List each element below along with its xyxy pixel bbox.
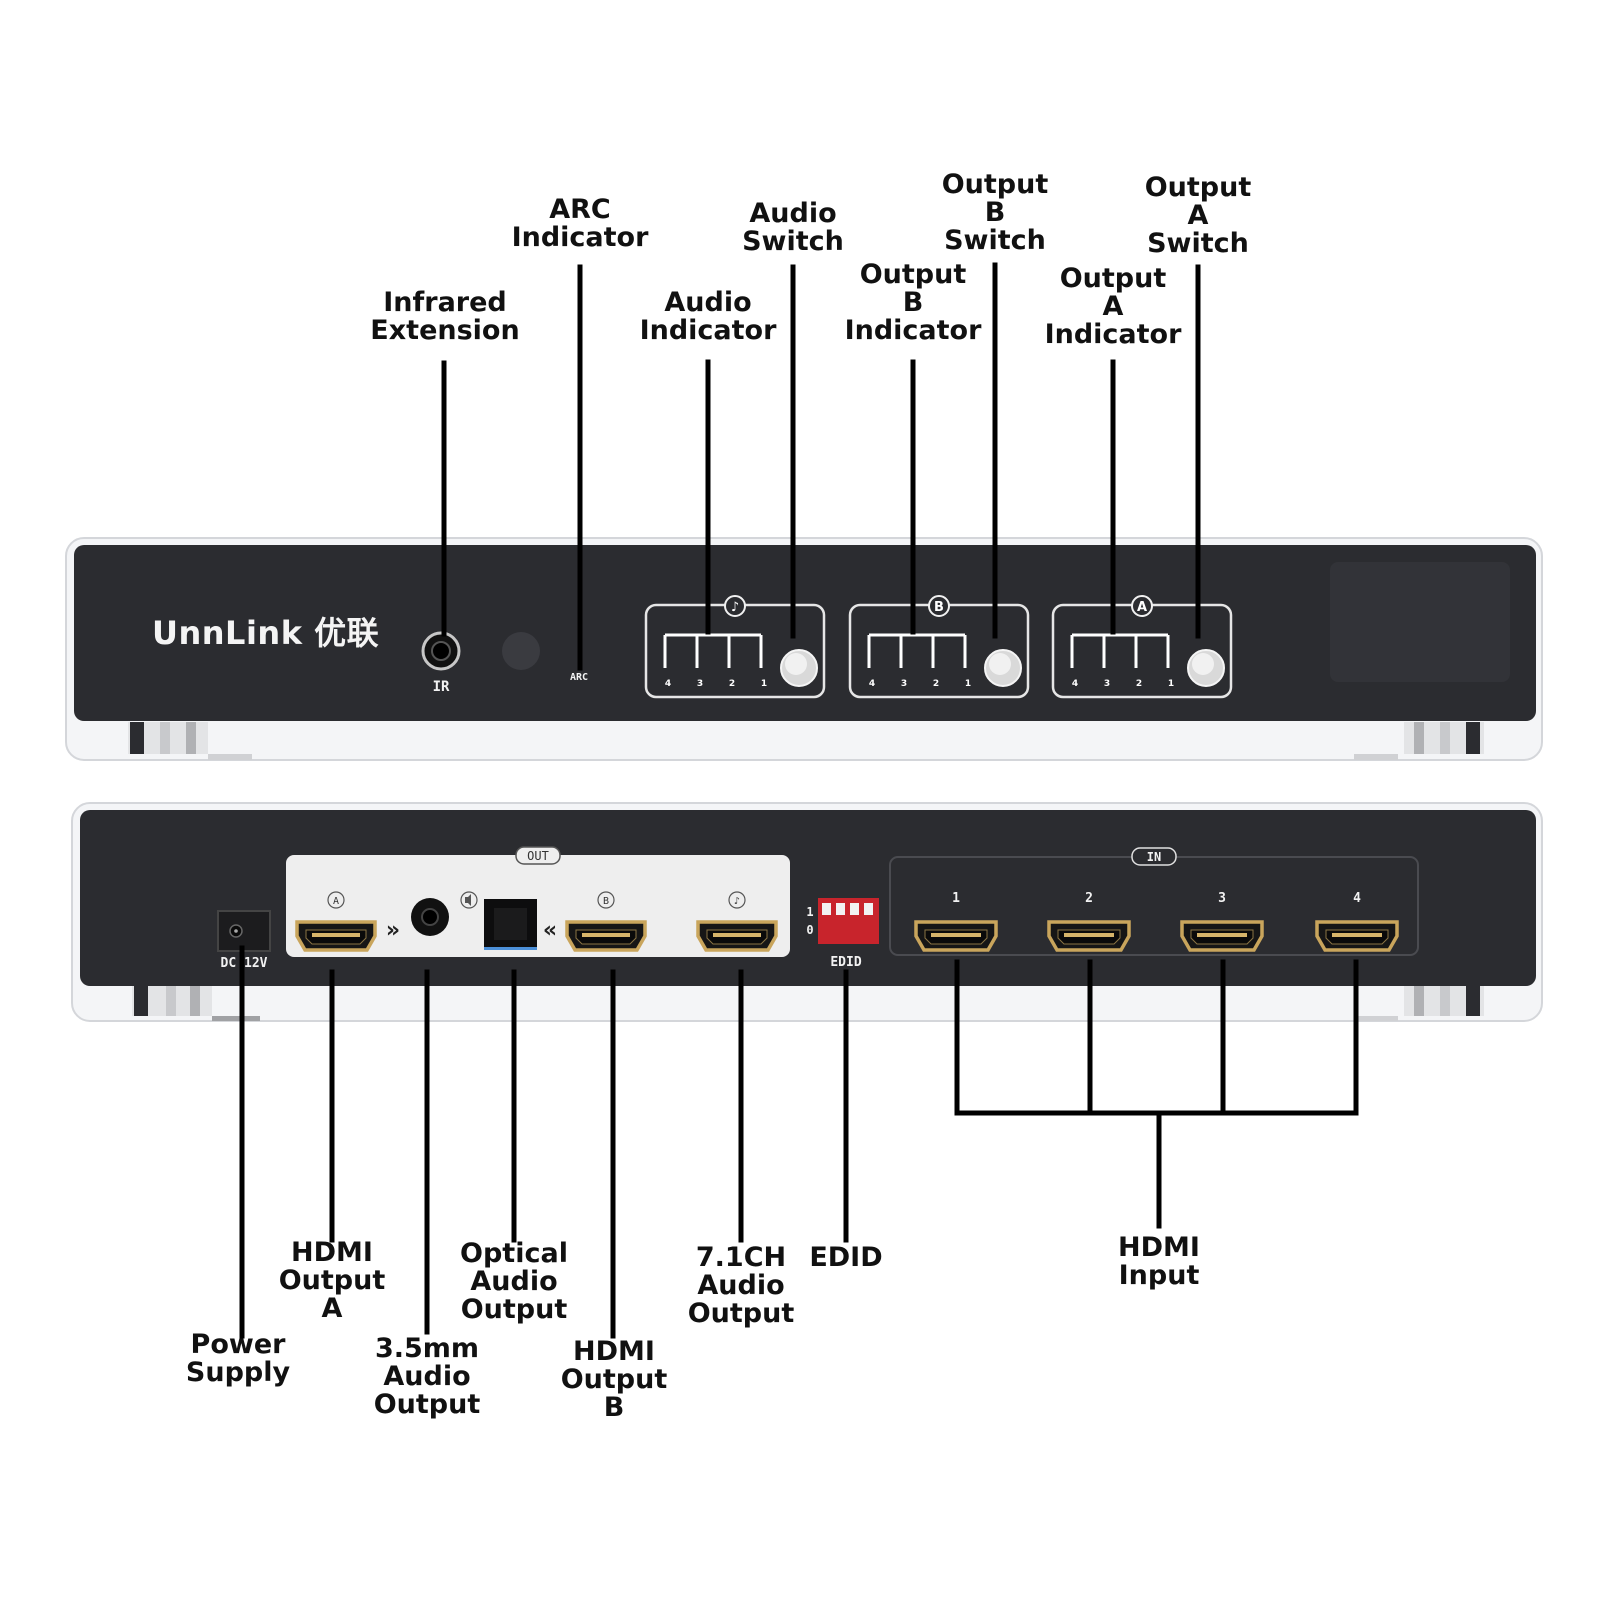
front-panel: UnnLink 优联 IR ARC ♪ 4 3 2 1 B 4 3 2 1 A 4 3 2 1 [65,537,1543,761]
callout-edid: EDID [809,1242,882,1273]
front-foot-right [1354,722,1484,760]
indicator-number: 1 [965,679,971,689]
out-label: OUT [527,849,549,863]
dc-power-jack[interactable] [217,910,271,952]
arrow-left: « [543,918,557,943]
rear-foot-left [132,986,260,1021]
indicator-number: 2 [729,679,735,689]
in-label: IN [1147,850,1161,864]
rear-panel: DC 12V OUT A B ♪ » « [71,802,1543,1022]
in-tag: IN [1131,847,1177,866]
hdmi-input-port-1[interactable] [914,920,998,952]
front-foot-left [128,722,252,760]
hdmi-input-ports: 1 2 3 4 [914,891,1399,952]
hdmi-input-number: 3 [1218,891,1226,906]
switch-button-output-a[interactable] [1187,649,1225,687]
group-badge-label: B [934,600,944,615]
out-badge-a: A [327,891,345,909]
brand-logo: UnnLink 优联 [152,614,379,652]
hdmi-input-port-3[interactable] [1180,920,1264,952]
indicator-number: 2 [933,679,939,689]
hdmi-input-port-4[interactable] [1315,920,1399,952]
svg-text:♪: ♪ [734,896,740,907]
front-chassis [74,545,1536,721]
ir-label: IR [433,679,450,695]
out-badge-b: B [597,891,615,909]
leader-lines [239,262,1359,1339]
ir-jack[interactable] [421,631,461,671]
hdmi-input-port-2[interactable] [1047,920,1131,952]
group-badge-label: A [1137,600,1147,615]
indicator-number: 4 [869,679,875,689]
hdmi-output-b-port[interactable] [565,920,647,952]
edid-state-off: 0 [806,923,813,937]
edid-dip-switch[interactable] [818,898,879,944]
hdmi-input-number: 1 [952,891,960,906]
speaker-icon [460,891,478,909]
button-group-audio: ♪ 4 3 2 1 [644,595,826,699]
optical-port[interactable] [484,899,537,950]
group-badge-label: ♪ [731,600,739,615]
indicator-number: 4 [1072,679,1078,689]
indicator-number: 3 [901,679,907,689]
indicator-number: 1 [761,679,767,689]
hdmi-input-number: 2 [1085,891,1093,906]
group-badge-circle [1131,595,1153,617]
edid-state-on: 1 [806,905,813,919]
edid-label: EDID [830,955,861,970]
svg-text:A: A [333,896,339,907]
audio-35mm-jack[interactable] [411,898,449,936]
button-group-output-b: B 4 3 2 1 [848,595,1030,699]
switch-button-output-b[interactable] [984,649,1022,687]
indicator-number: 1 [1168,679,1174,689]
hdmi-input-number: 4 [1353,891,1361,906]
out-tag: OUT [515,846,561,865]
rear-foot-right [1354,986,1484,1021]
switch-button-audio[interactable] [780,649,818,687]
arc-label: ARC [570,672,588,683]
indicator-number: 3 [1104,679,1110,689]
indicator-number: 2 [1136,679,1142,689]
hdmi-output-a-port[interactable] [295,920,377,952]
indicator-number: 4 [665,679,671,689]
front-button-groups: ♪ 4 3 2 1 B 4 3 2 1 A 4 3 2 1 [644,595,1233,699]
out-badge-audio: ♪ [728,891,746,909]
button-group-output-a: A 4 3 2 1 [1051,595,1233,699]
indicator-number: 3 [697,679,703,689]
group-badge-circle [928,595,950,617]
ir-receiver-window [502,632,540,670]
hdmi-71ch-audio-port[interactable] [696,920,778,952]
arrow-right: » [386,918,400,943]
group-badge-circle [724,595,746,617]
out-panel [286,855,790,957]
svg-text:B: B [603,896,609,907]
front-glare [1330,562,1510,682]
